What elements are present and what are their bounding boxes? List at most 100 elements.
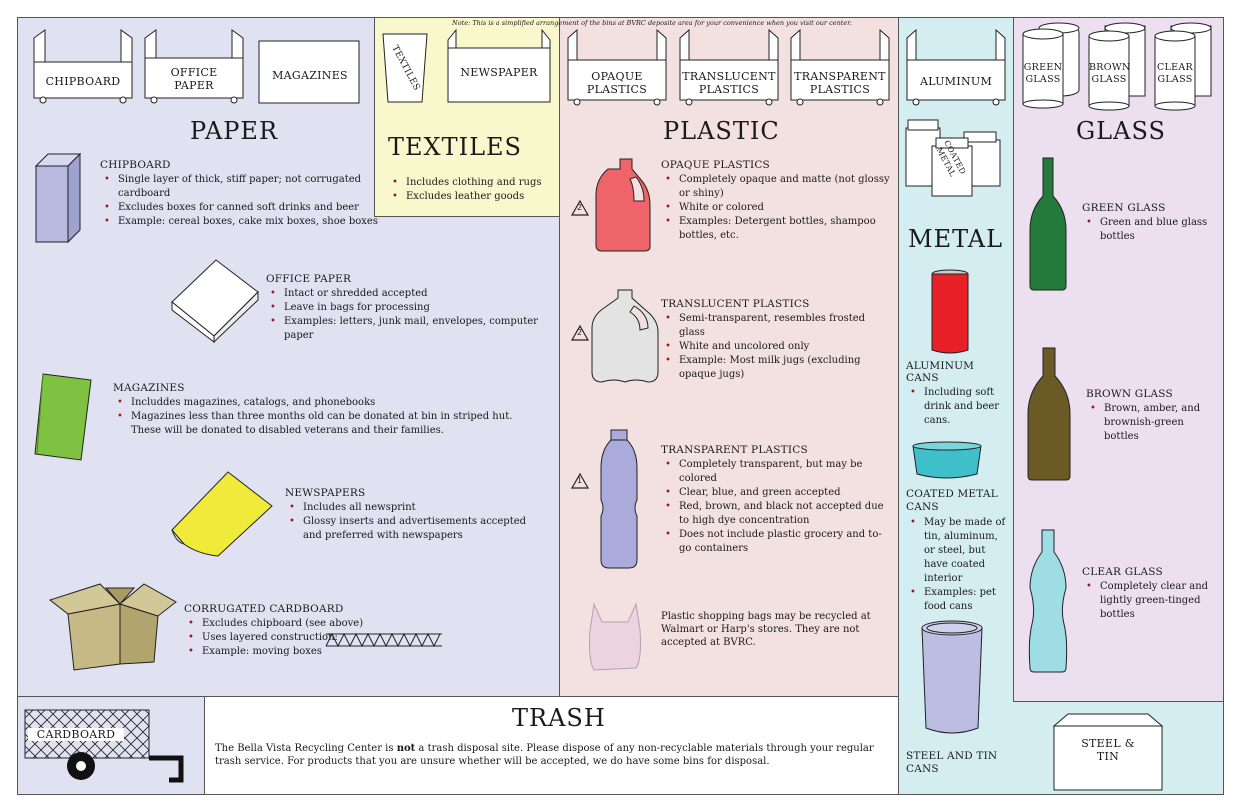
bin-label-chipboard: CHIPBOARD <box>45 75 121 88</box>
bin-label-aluminum: ALUMINUM <box>919 75 993 88</box>
bullet: Example: Most milk jugs (excluding opaqu… <box>665 354 891 382</box>
bin-label-steel-tin: STEEL & TIN <box>1081 737 1135 763</box>
bullet: Brown, amber, and brownish-green bottles <box>1090 402 1216 444</box>
item-title: NEWSPAPERS <box>285 487 366 499</box>
translucent-plastics-bin-icon <box>679 28 779 106</box>
bullet: Red, brown, and black not accepted due t… <box>665 500 891 528</box>
bullet: Semi-transparent, resembles frosted glas… <box>665 312 891 340</box>
soda-can-icon <box>931 269 969 354</box>
green-glass-bin-icon <box>1022 22 1080 109</box>
bin-label-office-paper: OFFICE PAPER <box>170 66 218 92</box>
plastic-bag-icon <box>589 602 641 671</box>
bullet: Excludes chipboard (see above) <box>188 617 474 631</box>
bullet: Examples: Detergent bottles, shampoo bot… <box>665 215 891 243</box>
metal-item-aluminum: ALUMINUM CANS Including soft drink and b… <box>906 360 1010 428</box>
textiles-bullet: Excludes leather goods <box>392 190 548 204</box>
bin-label-green-glass: GREEN GLASS <box>1023 62 1063 85</box>
office-paper-bin-icon <box>144 29 244 104</box>
transparent-plastics-bin-icon <box>790 28 890 106</box>
bin-label-clear-glass: CLEAR GLASS <box>1156 62 1194 85</box>
paper-item-office-paper: OFFICE PAPER Intact or shredded accepted… <box>266 273 551 343</box>
brown-glass-bin-icon <box>1088 22 1146 111</box>
layout-note: Note: This is a simplified arrangement o… <box>452 19 852 27</box>
textiles-bullet: Includes clothing and rugs <box>392 176 548 190</box>
item-title: CHIPBOARD <box>100 159 171 171</box>
magazines-bin-icon <box>258 40 360 104</box>
opaque-plastics-bin-icon <box>567 28 667 106</box>
textiles-bin-icon <box>382 33 428 103</box>
bullet: Completely clear and lightly green-tinge… <box>1086 580 1212 622</box>
paper-item-chipboard: CHIPBOARD Single layer of thick, stiff p… <box>100 159 390 229</box>
item-title: STEEL AND TIN CANS <box>906 750 998 775</box>
recycle-code: 1 <box>577 476 583 485</box>
brown-bottle-icon <box>1027 347 1071 481</box>
bin-label-opaque-plastics: OPAQUE PLASTICS <box>586 70 648 96</box>
bin-label-transparent-plastics: TRANSPARENT PLASTICS <box>794 70 886 96</box>
paper-item-magazines: MAGAZINES Includdes magazines, catalogs,… <box>113 382 533 438</box>
bullet: Includes all newsprint <box>289 501 535 515</box>
magazine-icon <box>34 373 92 461</box>
plastic-item-translucent: TRANSLUCENT PLASTICS Semi-transparent, r… <box>661 298 891 382</box>
item-title: TRANSLUCENT PLASTICS <box>661 298 810 310</box>
item-title: TRANSPARENT PLASTICS <box>661 444 808 456</box>
steel-can-icon <box>921 620 983 734</box>
paper-ream-icon <box>171 259 259 344</box>
bullet: White or colored <box>665 201 891 215</box>
bullet: Clear, blue, and green accepted <box>665 486 891 500</box>
section-title-textiles: TEXTILES <box>388 133 522 161</box>
section-title-glass: GLASS <box>1076 117 1166 145</box>
bin-label-cardboard: CARDBOARD <box>28 728 124 741</box>
item-title: ALUMINUM CANS <box>906 360 975 384</box>
bullet: Glossy inserts and advertisements accept… <box>289 515 535 543</box>
item-title: OFFICE PAPER <box>266 273 352 285</box>
item-title: BROWN GLASS <box>1086 388 1173 400</box>
bullet: Example: cereal boxes, cake mix boxes, s… <box>104 215 390 229</box>
textiles-info: Includes clothing and rugs Excludes leat… <box>388 176 548 204</box>
section-title-plastic: PLASTIC <box>663 117 780 145</box>
bin-label-translucent-plastics: TRANSLUCENT PLASTICS <box>682 70 776 96</box>
bullet: Completely transparent, but may be color… <box>665 458 891 486</box>
coated-metal-bin-icon <box>905 119 1001 197</box>
milk-jug-icon <box>591 289 659 383</box>
glass-item-clear: CLEAR GLASS Completely clear and lightly… <box>1082 566 1212 622</box>
metal-item-steel: STEEL AND TIN CANS <box>906 750 1010 778</box>
recycle-code: 2 <box>577 328 583 337</box>
section-title-trash: TRASH <box>512 704 606 732</box>
section-title-paper: PAPER <box>190 117 279 145</box>
plastic-bags-note: Plastic shopping bags may be recycled at… <box>661 611 871 648</box>
bin-label-magazines: MAGAZINES <box>272 69 348 82</box>
trash-text-before: The Bella Vista Recycling Center is <box>215 743 397 754</box>
glass-item-green: GREEN GLASS Green and blue glass bottles <box>1082 202 1212 244</box>
chipboard-box-icon <box>34 152 82 244</box>
bullet: Includdes magazines, catalogs, and phone… <box>117 396 533 410</box>
pet-food-can-icon <box>912 441 982 479</box>
item-title: MAGAZINES <box>113 382 185 394</box>
plastic-item-opaque: OPAQUE PLASTICS Completely opaque and ma… <box>661 159 891 243</box>
cardboard-trailer-icon <box>24 709 184 783</box>
item-title: CORRUGATED CARDBOARD <box>184 603 344 615</box>
item-title: COATED METAL CANS <box>906 488 998 513</box>
plastic-item-transparent: TRANSPARENT PLASTICS Completely transpar… <box>661 444 891 556</box>
paper-item-newspapers: NEWSPAPERS Includes all newsprint Glossy… <box>285 487 535 543</box>
bin-label-newspaper: NEWSPAPER <box>460 66 538 79</box>
bullet: May be made of tin, aluminum, or steel, … <box>910 516 1010 586</box>
aluminum-bin-icon <box>906 28 1006 106</box>
bullet: Including soft drink and beer cans. <box>910 386 1010 428</box>
bullet: Completely opaque and matte (not glossy … <box>665 173 891 201</box>
bullet: Uses layered construction: <box>188 631 474 645</box>
detergent-bottle-icon <box>595 158 651 252</box>
item-title: OPAQUE PLASTICS <box>661 159 770 171</box>
trash-description: The Bella Vista Recycling Center is not … <box>215 742 891 768</box>
steel-tin-bin-icon <box>1052 713 1164 791</box>
newspaper-icon <box>171 471 273 557</box>
metal-item-coated: COATED METAL CANS May be made of tin, al… <box>906 488 1010 614</box>
bullet: Examples: pet food cans <box>910 586 1010 614</box>
glass-item-brown: BROWN GLASS Brown, amber, and brownish-g… <box>1086 388 1216 444</box>
bullet: Intact or shredded accepted <box>270 287 551 301</box>
item-title: GREEN GLASS <box>1082 202 1166 214</box>
bullet: Examples: letters, junk mail, envelopes,… <box>270 315 551 343</box>
bullet: Does not include plastic grocery and to-… <box>665 528 891 556</box>
bullet: Leave in bags for processing <box>270 301 551 315</box>
recycle-symbol-icon <box>570 324 590 341</box>
bullet: White and uncolored only <box>665 340 891 354</box>
